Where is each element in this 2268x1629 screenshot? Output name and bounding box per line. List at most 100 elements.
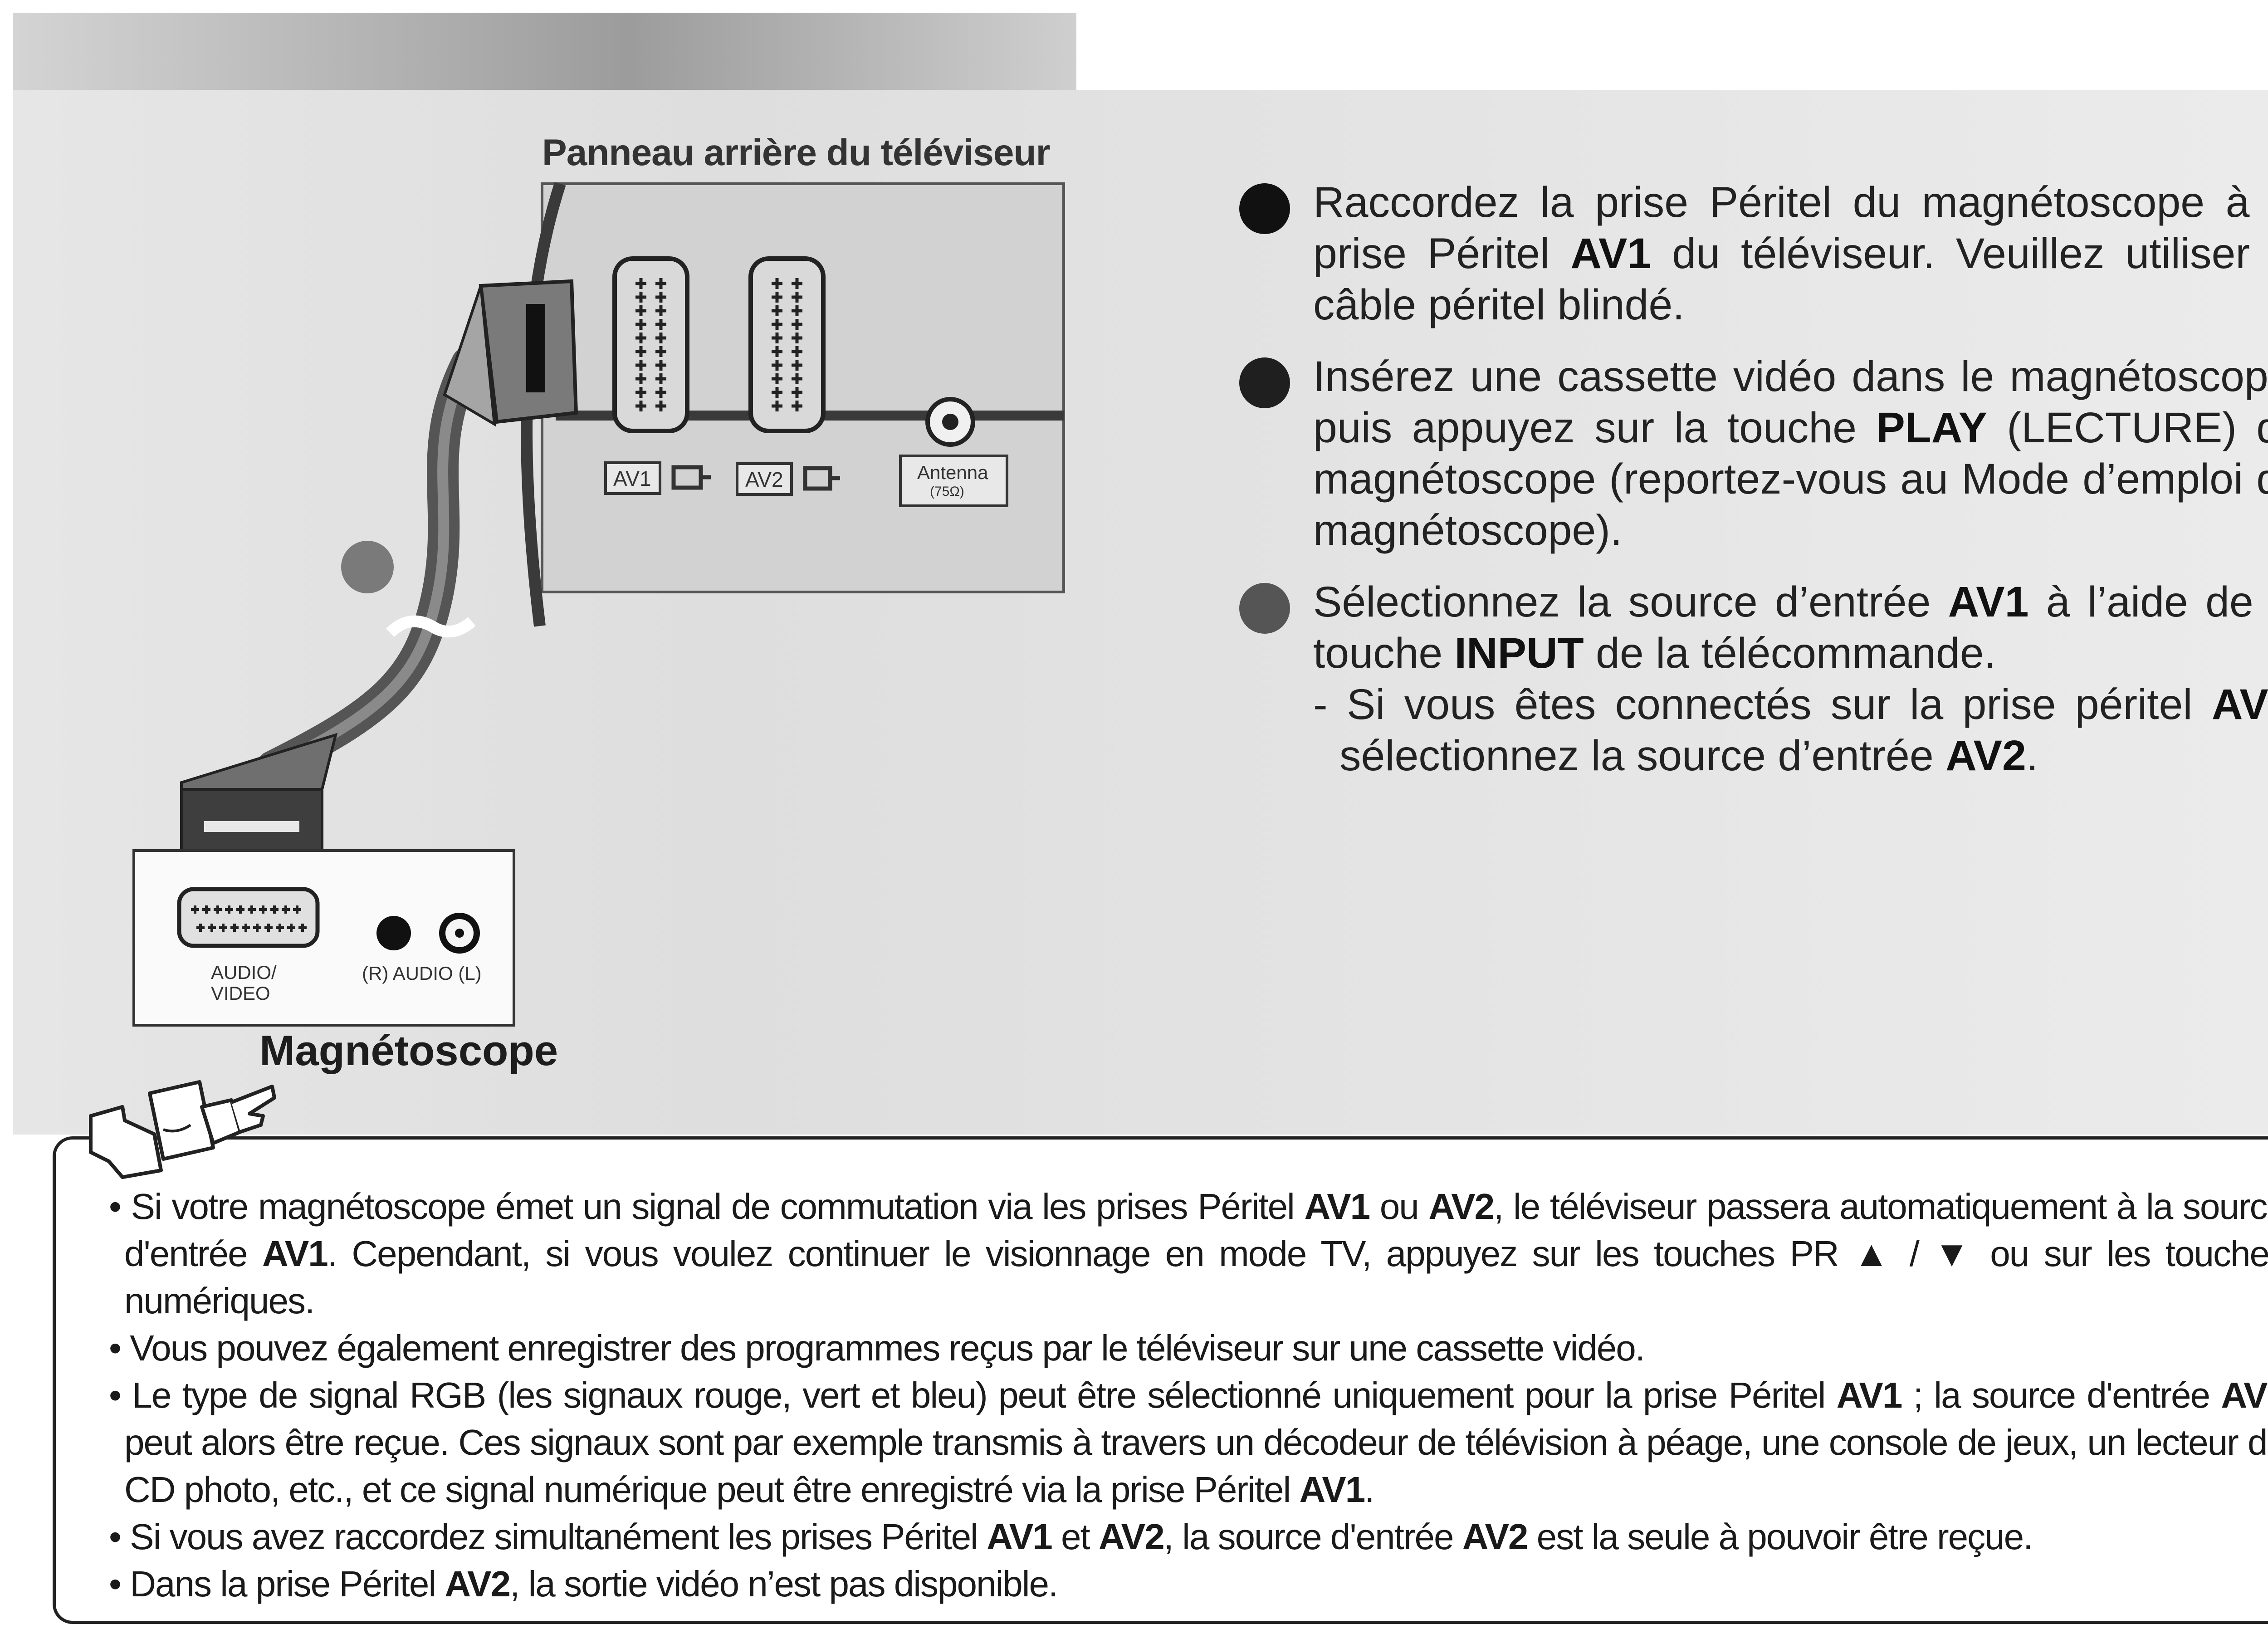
note-1-text-a: • Si votre magnétoscope émet un signal d… <box>109 1186 1305 1227</box>
subnote-key-b: AV2 <box>1945 732 2026 780</box>
step-1-text-a: Raccordez la prise Péritel du magnétosco… <box>1313 178 2268 278</box>
scart-pin <box>293 905 301 914</box>
scart-pin <box>792 360 802 371</box>
audio-r-jack <box>376 916 411 950</box>
subnote-text-a: - Si vous êtes connectés sur la prise pé… <box>1313 680 2212 729</box>
scart-pin <box>208 924 216 932</box>
scart-pin <box>635 319 646 330</box>
step-1-text-b: du téléviseur. Veuillez utiliser le câbl… <box>1313 230 2268 329</box>
scart-pin <box>792 373 802 384</box>
scart-pin <box>772 373 782 384</box>
note-5: • Dans la prise Péritel AV2, la sortie v… <box>109 1561 2268 1608</box>
scart-pin <box>287 924 295 932</box>
scart-pin <box>298 924 307 932</box>
note-hand-icon <box>89 1080 276 1179</box>
tv-scart-plug <box>443 279 578 427</box>
note-3-text-b: ; la source d'entrée <box>1901 1375 2221 1415</box>
scart-pin <box>282 905 290 914</box>
step-bullet-icon <box>1239 183 1290 234</box>
scart-pin <box>253 924 261 932</box>
scart-pin <box>772 292 782 303</box>
vcr-audio-video-label-1: AUDIO/ <box>211 962 277 983</box>
note-3-text-a: • Le type de signal RGB (les signaux rou… <box>109 1375 1837 1415</box>
scart-pin <box>202 905 210 914</box>
note-4-key-b: AV2 <box>1098 1516 1165 1557</box>
vcr-scart-pins <box>191 905 307 932</box>
note-3-key-c: AV1 <box>1299 1469 1366 1510</box>
step-3-subnote: - Si vous êtes connectés sur la prise pé… <box>1313 679 2268 782</box>
antenna-impedance-label: (75Ω) <box>930 484 964 499</box>
note-2-text-a: • Vous pouvez également enregistrer des … <box>109 1328 1645 1368</box>
av1-scart-socket <box>612 256 689 433</box>
scart-pin <box>196 924 205 932</box>
scart-pin <box>191 905 199 914</box>
scart-pin <box>248 905 256 914</box>
subnote-key-a: AV2 <box>2211 680 2268 729</box>
subnote-text-c: . <box>2026 732 2038 780</box>
scart-pin <box>214 905 222 914</box>
step-2-text-b: (LECTURE) du magnétoscope (reportez-vous… <box>1313 404 2268 554</box>
tv-rear-panel <box>521 182 1065 627</box>
note-4-text-b: et <box>1051 1516 1099 1557</box>
scart-pin <box>772 278 782 289</box>
step-bullet-icon <box>1239 583 1290 634</box>
step-2: Insérez une cassette vidéo dans le magné… <box>1234 351 2268 556</box>
scart-pin <box>655 373 666 384</box>
step-3: Sélectionnez la source d’entrée AV1 à l’… <box>1234 577 2268 782</box>
step-1: Raccordez la prise Péritel du magnétosco… <box>1234 177 2268 331</box>
scart-pin <box>655 319 666 330</box>
scart-pin <box>792 278 802 289</box>
scart-pin <box>655 305 666 316</box>
scart-pin <box>635 401 646 411</box>
scart-pin <box>259 905 267 914</box>
step-3-key-b: INPUT <box>1454 629 1584 677</box>
scart-pin <box>792 401 802 411</box>
note-2: • Vous pouvez également enregistrer des … <box>109 1325 2268 1372</box>
scart-pin <box>264 924 273 932</box>
note-5-text-b: , la sortie vidéo n’est pas disponible. <box>510 1564 1058 1604</box>
note-4-key-c: AV2 <box>1462 1516 1529 1557</box>
scart-pin <box>792 292 802 303</box>
notes-box <box>53 1136 2268 1624</box>
scart-pin <box>772 346 782 357</box>
scart-pin <box>655 278 666 289</box>
antenna-port-label: Antenna <box>917 462 988 483</box>
connection-diagram <box>132 182 1065 1027</box>
step-2-text-a: Insérez une cassette vidéo dans le magné… <box>1313 352 2268 452</box>
scart-pin <box>655 360 666 371</box>
vcr-scart-socket <box>177 887 320 948</box>
notes-list: • Si votre magnétoscope émet un signal d… <box>109 1183 2268 1608</box>
scart-pin <box>635 305 646 316</box>
scart-pin <box>772 387 782 398</box>
scart-pin <box>635 346 646 357</box>
av2-port-label: AV2 <box>745 468 783 491</box>
note-4-text-d: est la seule à pouvoir être reçue. <box>1527 1516 2033 1557</box>
av1-scart-pins <box>635 278 666 411</box>
step-3-key-a: AV1 <box>1948 578 2029 626</box>
header-bar <box>13 13 1076 90</box>
av2-scart-socket <box>748 256 826 433</box>
scart-symbol-icon <box>671 465 840 491</box>
note-1-text-b: ou <box>1369 1186 1429 1227</box>
note-1-key-a: AV1 <box>1304 1186 1370 1227</box>
scart-pin <box>655 401 666 411</box>
av1-port-label: AV1 <box>613 467 651 490</box>
scart-pin <box>219 924 227 932</box>
note-4: • Si vous avez raccordez simultanément l… <box>109 1513 2268 1561</box>
note-3-text-c: peut alors être reçue. Ces signaux sont … <box>124 1422 2268 1510</box>
scart-pin <box>655 292 666 303</box>
note-1-text-c: , le téléviseur passera automatiquement … <box>124 1186 2268 1274</box>
vcr-audio-label: (R) AUDIO (L) <box>362 963 482 984</box>
scart-pin <box>772 360 782 371</box>
note-5-key-a: AV2 <box>445 1564 511 1604</box>
vcr-audio-video-label-2: VIDEO <box>211 983 270 1004</box>
step-3-text-c: de la télécommande. <box>1584 629 1996 677</box>
scart-pin <box>635 278 646 289</box>
scart-pin <box>276 924 284 932</box>
scart-pin <box>635 333 646 343</box>
scart-pin <box>635 292 646 303</box>
vcr-title: Magnétoscope <box>259 1027 558 1074</box>
note-3-key-b: AV1 <box>2221 1375 2268 1415</box>
tv-panel-title: Panneau arrière du téléviseur <box>542 132 1051 173</box>
step-bullet-icon <box>1239 357 1290 408</box>
